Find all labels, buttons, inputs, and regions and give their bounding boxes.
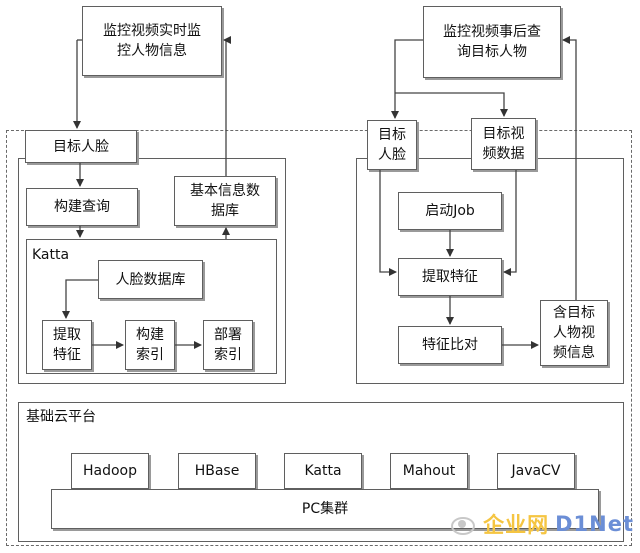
- outer-dashed-frame: [6, 130, 632, 546]
- start-job-box: 启动Job: [398, 192, 502, 230]
- face-db-box: 人脸数据库: [98, 260, 203, 299]
- right-target-face-box: 目标 人脸: [367, 120, 417, 170]
- target-video-data-box: 目标视 频数据: [471, 118, 536, 170]
- build-query-box: 构建查询: [26, 188, 138, 226]
- component-mahout: Mahout: [390, 453, 468, 489]
- arrow-result-to-history: [562, 36, 577, 300]
- component-hadoop: Hadoop: [71, 453, 149, 489]
- katta-panel-label: Katta: [32, 247, 70, 263]
- deploy-index-box: 部署 索引: [203, 320, 253, 370]
- watermark-cn: 企业网: [483, 513, 550, 537]
- basic-info-db-box: 基本信息数 据库: [174, 176, 276, 226]
- history-query-box: 监控视频事后查 询目标人物: [423, 6, 561, 78]
- feature-compare-box: 特征比对: [398, 326, 502, 364]
- pc-cluster-box: PC集群: [51, 489, 599, 529]
- arrow-facedb-to-extract: [62, 279, 98, 319]
- arrow-video-to-extract: [503, 170, 517, 276]
- realtime-query-box: 监控视频实时监 控人物信息: [82, 6, 222, 76]
- platform-panel: [18, 402, 624, 542]
- watermark-logo-icon: [449, 513, 477, 535]
- katta-panel: [26, 239, 277, 374]
- right-extract-features-box: 提取特征: [398, 258, 502, 296]
- component-hbase: HBase: [178, 453, 256, 489]
- arrow-face-to-extract: [379, 170, 397, 276]
- left-target-face-box: 目标人脸: [25, 130, 137, 163]
- arrow-history-to-targets: [391, 39, 423, 119]
- component-javacv: JavaCV: [497, 453, 575, 489]
- watermark-en: D1Net: [555, 512, 634, 536]
- watermark: 企业网 D1Net: [449, 509, 634, 539]
- left-extract-features-box: 提取 特征: [42, 320, 92, 370]
- result-video-info-box: 含目标 人物视 频信息: [540, 300, 608, 366]
- left-panel: [18, 158, 286, 384]
- platform-title: 基础云平台: [26, 409, 96, 425]
- build-index-box: 构建 索引: [125, 320, 175, 370]
- component-katta: Katta: [284, 453, 362, 489]
